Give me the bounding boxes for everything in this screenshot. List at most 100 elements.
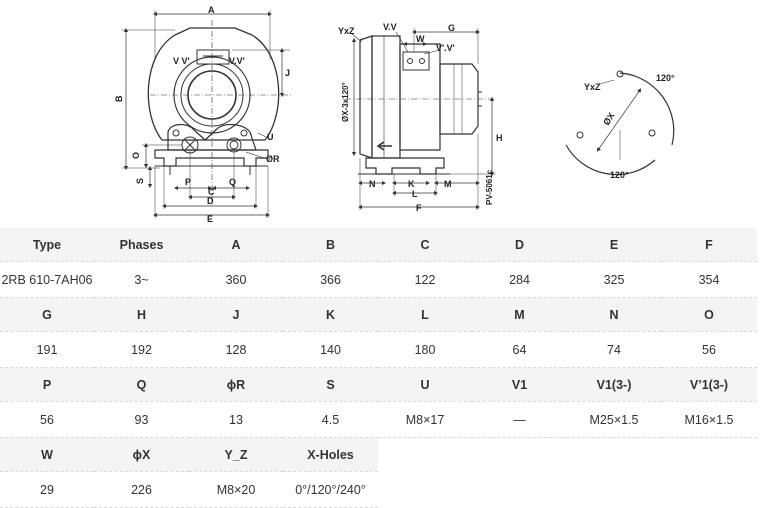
dim-l-label: L [412, 189, 418, 199]
table-header-cell: Phases [94, 228, 189, 262]
table-header-cell: K [283, 297, 378, 332]
table-cell: 74 [567, 331, 661, 368]
table-header-cell: W [0, 437, 94, 472]
dim-x3-label: ØX-3x120° [341, 82, 350, 122]
table-empty-cell [378, 471, 472, 508]
table-header-cell: L [378, 297, 472, 332]
table-header-cell: E [567, 228, 661, 262]
table-cell: M16×1.5 [661, 401, 757, 438]
table-cell: 140 [283, 331, 378, 368]
dim-vv-prime-label: V.V' [229, 56, 245, 66]
table-header-cell: N [567, 297, 661, 332]
dim-vv-label: V V' [173, 56, 190, 66]
table-header-cell: J [189, 297, 283, 332]
flange-angle-bottom-label: 120° [610, 170, 629, 180]
dim-c-label: C [208, 187, 215, 197]
table-empty-cell [378, 437, 472, 472]
model-code-label: PV-5061c [485, 169, 494, 205]
table-cell: M8×17 [378, 401, 472, 438]
dim-q-label: Q [229, 177, 236, 187]
table-empty-cell [472, 437, 567, 472]
table-cell: 0°/120°/240° [283, 471, 378, 508]
table-header-cell: M [472, 297, 567, 332]
dim-b-label: B [114, 95, 124, 102]
dim-g-label: G [448, 23, 455, 33]
table-cell: — [472, 401, 567, 438]
table-header-cell: D [472, 228, 567, 262]
table-header-cell: Q [94, 367, 189, 402]
dim-e-label: E [207, 214, 213, 224]
dim-a-label: A [208, 5, 215, 15]
dim-f-label: F [416, 203, 422, 213]
table-header-cell: P [0, 367, 94, 402]
table-cell: 122 [378, 261, 472, 298]
dim-vv-side-label: V.V [383, 22, 397, 32]
table-header-cell: F [661, 228, 757, 262]
table-header-cell: O [661, 297, 757, 332]
table-cell: 226 [94, 471, 189, 508]
table-header-cell: U [378, 367, 472, 402]
dim-m-label: M [444, 179, 452, 189]
table-header-cell: ϕR [189, 367, 283, 402]
table-empty-cell [567, 437, 661, 472]
table-cell: 366 [283, 261, 378, 298]
table-cell: 3~ [94, 261, 189, 298]
dim-p-label: P [185, 177, 191, 187]
table-header-cell: V’1(3-) [661, 367, 757, 402]
flange-x-label: ØX [601, 111, 616, 127]
side-view [345, 28, 496, 210]
table-empty-cell [661, 471, 757, 508]
table-cell: 360 [189, 261, 283, 298]
table-cell: 284 [472, 261, 567, 298]
table-cell: 29 [0, 471, 94, 508]
table-cell: 56 [0, 401, 94, 438]
technical-drawing: A B J V V' V.V' U ØR O S P Q C D E [0, 0, 775, 225]
table-header-cell: H [94, 297, 189, 332]
dim-yxz-label: YxZ [338, 26, 355, 36]
dim-u-label: U [267, 132, 274, 142]
table-cell: 64 [472, 331, 567, 368]
table-cell: 4.5 [283, 401, 378, 438]
table-header-cell: C [378, 228, 472, 262]
table-cell: 13 [189, 401, 283, 438]
table-cell: 93 [94, 401, 189, 438]
table-header-cell: B [283, 228, 378, 262]
table-header-cell: ϕX [94, 437, 189, 472]
dim-h-label: H [496, 133, 503, 143]
table-empty-cell [567, 471, 661, 508]
table-header-cell: S [283, 367, 378, 402]
table-cell: 128 [189, 331, 283, 368]
table-cell: 325 [567, 261, 661, 298]
table-header-cell: X-Holes [283, 437, 378, 472]
dim-k-label: K [408, 179, 415, 189]
dim-n-label: N [369, 179, 376, 189]
table-cell: M8×20 [189, 471, 283, 508]
table-cell: M25×1.5 [567, 401, 661, 438]
dim-d-label: D [207, 196, 214, 206]
side-view-labels: YxZ V.V W G V'.V' ØX-3x120° H N K M L F … [338, 22, 503, 213]
dim-o-label: O [131, 152, 141, 159]
table-header-cell: Type [0, 228, 94, 262]
table-header-cell: G [0, 297, 94, 332]
table-empty-cell [472, 471, 567, 508]
table-header-cell: V1 [472, 367, 567, 402]
flange-view-labels: YxZ ØX 120° 120° [584, 73, 675, 180]
table-cell: 354 [661, 261, 757, 298]
table-cell: 180 [378, 331, 472, 368]
dim-j-label: J [285, 68, 290, 78]
table-header-cell: Y_Z [189, 437, 283, 472]
table-cell: 56 [661, 331, 757, 368]
table-header-cell: A [189, 228, 283, 262]
flange-angle-top-label: 120° [656, 73, 675, 83]
table-cell: 2RB 610-7AH06 [0, 261, 94, 298]
table-empty-cell [661, 437, 757, 472]
table-cell: 191 [0, 331, 94, 368]
front-view [122, 10, 292, 218]
